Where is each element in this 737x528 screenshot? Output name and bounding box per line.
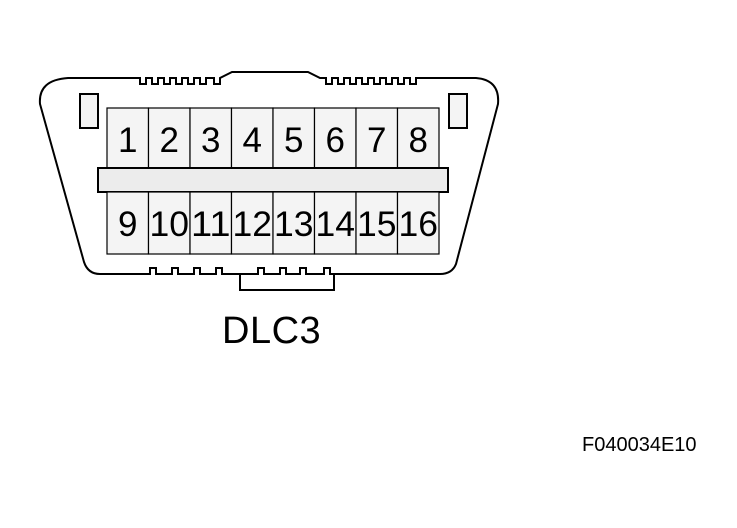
bottom-pin-cell xyxy=(147,191,191,255)
pin-10-label: 10 xyxy=(150,205,190,244)
figure-code-label: F040034E10 xyxy=(582,434,697,456)
housing-outline xyxy=(38,71,500,275)
connector-housing xyxy=(38,71,500,291)
pin-14-label: 14 xyxy=(316,205,356,244)
pin-4-label: 4 xyxy=(243,121,262,160)
pin-11-label: 11 xyxy=(191,205,231,244)
bottom-key-tab xyxy=(239,274,335,291)
bottom-pin-cell xyxy=(355,191,399,255)
right-latch-slot xyxy=(448,93,468,129)
bottom-pin-cell xyxy=(313,191,357,255)
row-divider-bar xyxy=(97,167,449,193)
bottom-pin-cell xyxy=(189,191,233,255)
pin-7-label: 7 xyxy=(367,121,386,160)
bottom-pin-cell xyxy=(106,191,150,255)
connector-name-label: DLC3 xyxy=(222,310,322,352)
top-pin-cell xyxy=(106,107,150,169)
top-pin-cell xyxy=(189,107,233,169)
pin-15-label: 15 xyxy=(357,205,397,244)
pin-12-label: 12 xyxy=(233,205,273,244)
top-pin-cell xyxy=(272,107,316,169)
pin-5-label: 5 xyxy=(284,121,303,160)
pin-2-label: 2 xyxy=(160,121,179,160)
top-pin-cell xyxy=(396,107,440,169)
pin-16-label: 16 xyxy=(399,205,439,244)
left-latch-slot xyxy=(79,93,99,129)
pin-13-label: 13 xyxy=(274,205,314,244)
pin-1-label: 1 xyxy=(118,121,137,160)
pin-3-label: 3 xyxy=(201,121,220,160)
top-pin-cell xyxy=(313,107,357,169)
bottom-pin-cell xyxy=(396,191,440,255)
pin-9-label: 9 xyxy=(118,205,137,244)
pin-6-label: 6 xyxy=(326,121,345,160)
bottom-pin-cell xyxy=(230,191,274,255)
pin-8-label: 8 xyxy=(409,121,428,160)
